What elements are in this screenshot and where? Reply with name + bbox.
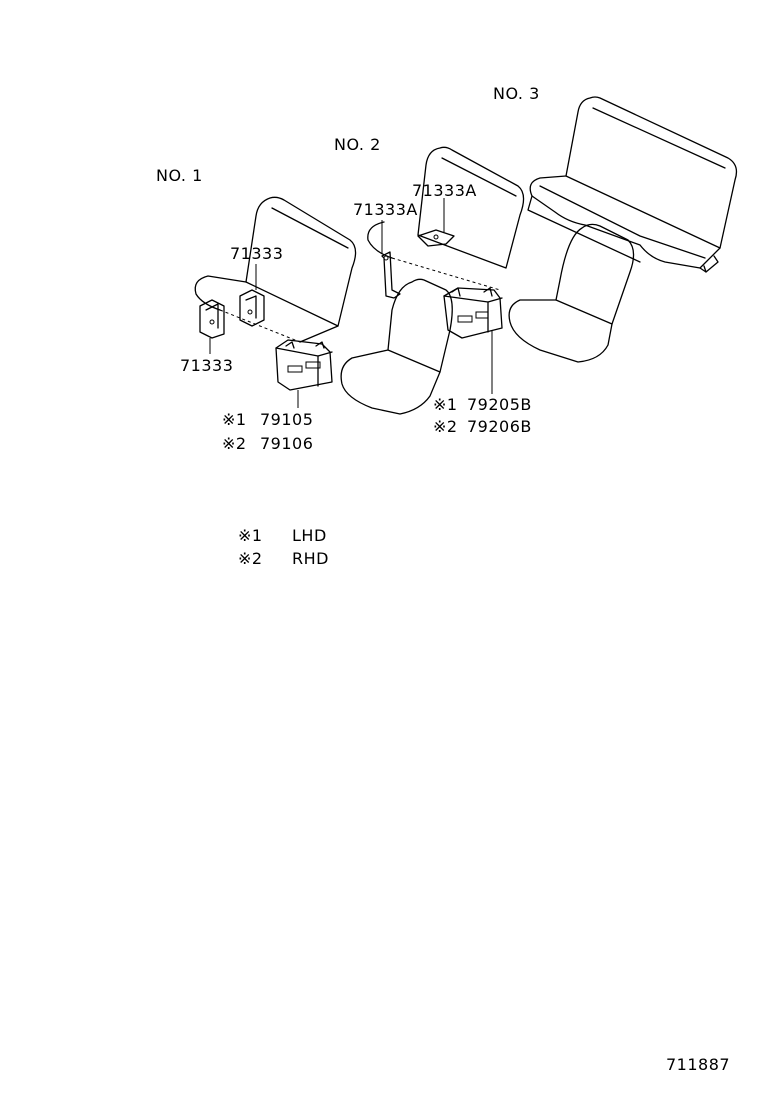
callout-71333-upper: 71333: [230, 244, 284, 263]
callout-71333A-right: 71333A: [412, 181, 477, 200]
seat-no3-bench: [508, 96, 738, 363]
marker-2-no2: ※2: [433, 417, 458, 436]
seat-no1: [194, 196, 357, 343]
marker-1-no2: ※1: [433, 395, 458, 414]
cover-79105: [275, 339, 333, 391]
legend-text-rhd: RHD: [292, 549, 329, 568]
bracket-71333A-vertical: [381, 251, 401, 299]
marker-1-no1: ※1: [222, 410, 247, 429]
callout-71333A-left: 71333A: [353, 200, 418, 219]
label-no3: NO. 3: [493, 84, 540, 103]
leader-lines: [209, 198, 493, 408]
callout-79206B: 79206B: [467, 417, 532, 436]
seat-no2: [340, 146, 525, 415]
diagram-id: 711887: [666, 1055, 731, 1074]
marker-2-no1: ※2: [222, 434, 247, 453]
legend-text-lhd: LHD: [292, 526, 327, 545]
label-no1: NO. 1: [156, 166, 203, 185]
legend-marker-1: ※1: [238, 526, 263, 545]
legend-marker-2: ※2: [238, 549, 263, 568]
bracket-71333-b: [239, 289, 265, 327]
bracket-71333-a: [199, 299, 225, 339]
bracket-71333A-flat: [417, 229, 455, 247]
label-no2: NO. 2: [334, 135, 381, 154]
callout-71333-lower: 71333: [180, 356, 234, 375]
callout-79205B: 79205B: [467, 395, 532, 414]
callout-79105: 79105: [260, 410, 314, 429]
callout-79106: 79106: [260, 434, 314, 453]
cover-79205B: [443, 287, 503, 339]
